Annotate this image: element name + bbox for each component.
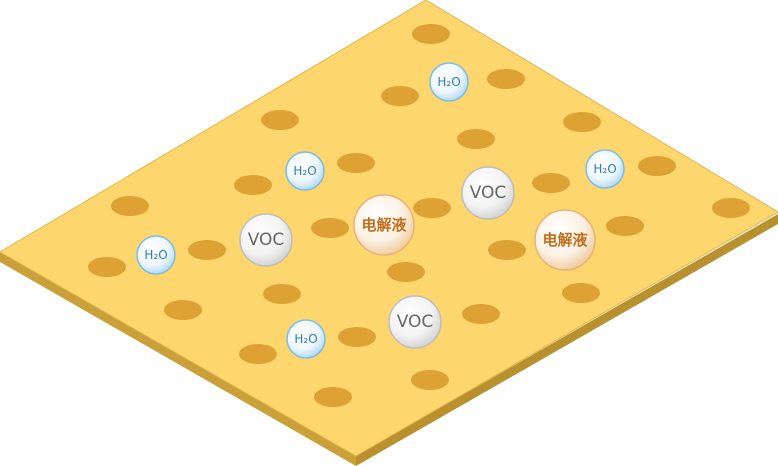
membrane-side-right — [356, 214, 778, 466]
pore — [606, 216, 644, 236]
h2o-molecule: H₂O — [136, 235, 176, 275]
pore — [337, 153, 375, 173]
pore — [387, 262, 425, 282]
electrolyte-label: 电解液 — [361, 216, 407, 234]
pore — [111, 196, 149, 216]
molecules-layer: H₂O H₂O H₂O H₂O H₂O VOC VOC VOC — [136, 62, 625, 359]
pore — [457, 129, 495, 149]
membrane-pores — [88, 24, 750, 407]
pore — [532, 173, 570, 193]
h2o-molecule: H₂O — [286, 319, 326, 359]
pore — [462, 304, 500, 324]
membrane-side-left — [0, 252, 356, 466]
h2o-label: H₂O — [437, 75, 460, 89]
pore — [261, 110, 299, 130]
pore — [338, 327, 376, 347]
h2o-molecule: H₂O — [285, 151, 325, 191]
h2o-label: H₂O — [293, 164, 316, 178]
voc-label: VOC — [470, 183, 507, 203]
pore — [239, 344, 277, 364]
pore — [263, 284, 301, 304]
h2o-label: H₂O — [144, 248, 167, 262]
pore — [234, 175, 272, 195]
pore — [164, 300, 202, 320]
pore — [311, 218, 349, 238]
pore — [488, 240, 526, 260]
h2o-label: H₂O — [294, 332, 317, 346]
pore — [188, 240, 226, 260]
electrolyte-label: 电解液 — [542, 231, 588, 249]
pore — [381, 86, 419, 106]
pore — [562, 283, 600, 303]
pore — [411, 370, 449, 390]
pore — [412, 24, 450, 44]
voc-molecule: VOC — [388, 295, 442, 349]
pore — [88, 257, 126, 277]
electrolyte-molecule: 电解液 — [353, 194, 415, 256]
h2o-molecule: H₂O — [429, 62, 469, 102]
pore — [638, 156, 676, 176]
voc-label: VOC — [397, 312, 434, 332]
h2o-molecule: H₂O — [585, 149, 625, 189]
electrolyte-molecule: 电解液 — [534, 209, 596, 271]
pore — [487, 69, 525, 89]
voc-molecule: VOC — [239, 213, 293, 267]
voc-label: VOC — [248, 230, 285, 250]
pore — [563, 112, 601, 132]
pore — [413, 198, 451, 218]
h2o-label: H₂O — [593, 162, 616, 176]
pore — [712, 198, 750, 218]
pore — [314, 387, 352, 407]
voc-molecule: VOC — [461, 166, 515, 220]
